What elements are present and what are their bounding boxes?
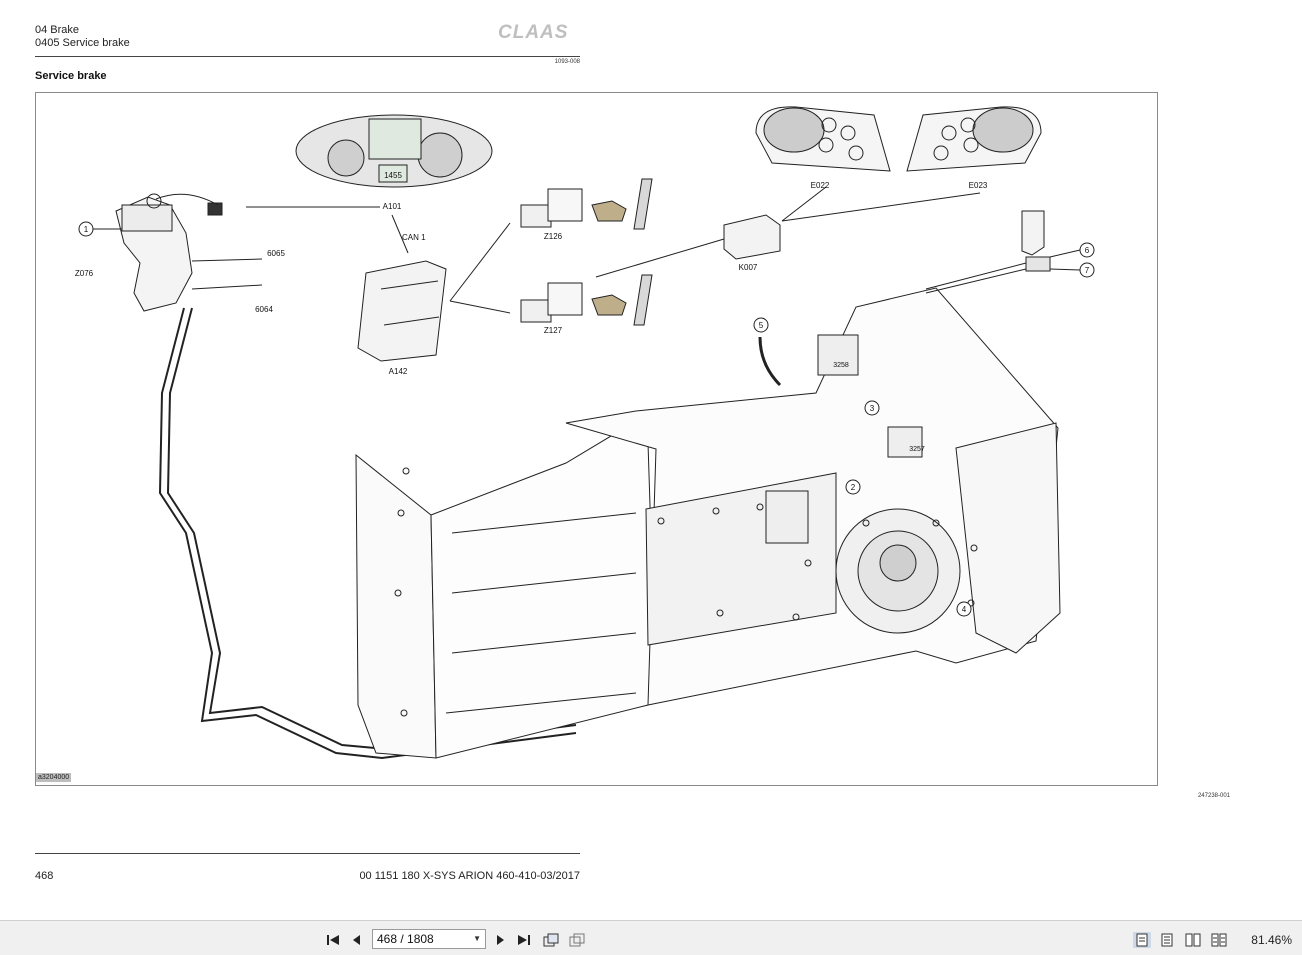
callout-6: 6: [1085, 246, 1090, 255]
last-page-icon: [518, 935, 530, 945]
label-z127: Z127: [544, 326, 563, 335]
callout-5: 5: [759, 321, 764, 330]
label-a142: A142: [389, 367, 408, 376]
chapter-heading: 04 Brake: [35, 24, 80, 36]
label-e023: E023: [969, 181, 988, 190]
label-3258: 3258: [833, 362, 849, 369]
label-e022: E022: [811, 181, 830, 190]
brake-switch-z127: [520, 274, 653, 326]
brake-light-e022: [755, 106, 891, 172]
brake-switch-z126: [520, 178, 653, 230]
page-number-input[interactable]: 468 / 1808 ▼: [372, 929, 486, 949]
callouts: 1 2 3 4 5 6 7: [78, 221, 1095, 617]
continuous-view-button[interactable]: [1158, 932, 1176, 948]
claas-logo: CLAAS: [498, 22, 569, 43]
footer-divider: [35, 853, 580, 854]
section-title: Service brake: [35, 70, 107, 82]
label-6065: 6065: [267, 249, 285, 258]
next-page-icon: [497, 935, 504, 945]
brake-diagram: 1455 A101 CAN 1 A142: [75, 106, 1095, 760]
previous-page-button[interactable]: [348, 932, 366, 948]
single-page-view-button[interactable]: [1133, 932, 1151, 948]
label-a101: A101: [383, 202, 402, 211]
relay-k007: [723, 214, 781, 260]
brake-diagram-figure: 1455 A101 CAN 1 A142: [35, 92, 1158, 786]
brake-valve-3258: [817, 334, 859, 376]
figure-ref-label: 247238-001: [1197, 793, 1230, 799]
header-divider: [35, 56, 580, 57]
next-page-button[interactable]: [491, 932, 509, 948]
fit-page-icon: [543, 933, 559, 947]
connector-bracket: [925, 210, 1051, 294]
control-unit-a142: [357, 260, 447, 362]
label-6064: 6064: [255, 305, 273, 314]
continuous-facing-view-button[interactable]: [1210, 932, 1228, 948]
transmission-housing: [355, 287, 1061, 759]
label-can1: CAN 1: [402, 233, 426, 242]
master-cylinder-z076: [115, 193, 263, 312]
callout-2: 2: [851, 483, 856, 492]
facing-pages-icon: [1185, 933, 1201, 947]
brake-valve-3257: [887, 426, 923, 458]
label-k007: K007: [739, 263, 758, 272]
viewer-toolbar: [0, 921, 1302, 955]
label-3257: 3257: [909, 446, 925, 453]
subchapter-heading: 0405 Service brake: [35, 37, 130, 49]
callout-4: 4: [962, 605, 967, 614]
page-number: 468: [35, 870, 54, 882]
zoom-level[interactable]: 81.46%: [1251, 933, 1292, 947]
callout-3: 3: [870, 404, 875, 413]
continuous-facing-icon: [1211, 933, 1227, 947]
figure-id-label: a3204000: [36, 773, 72, 782]
brake-lines: [158, 307, 577, 760]
footer-doc-id: 00 1151 180 X-SYS ARION 460-410-03/2017: [359, 870, 580, 882]
document-page: 04 Brake 0405 Service brake CLAAS 1093-0…: [0, 22, 1302, 921]
first-page-icon: [327, 935, 339, 945]
single-page-icon: [1136, 933, 1148, 947]
fit-width-icon: [569, 933, 585, 947]
facing-view-button[interactable]: [1184, 932, 1202, 948]
fit-page-button[interactable]: [542, 932, 560, 948]
callout-1: 1: [84, 225, 89, 234]
chevron-down-icon: ▼: [473, 934, 481, 943]
last-page-button[interactable]: [515, 932, 533, 948]
doc-reference: 1093-008: [554, 59, 580, 65]
page-indicator-text: 468 / 1808: [377, 932, 434, 946]
first-page-button[interactable]: [324, 932, 342, 948]
fit-width-button[interactable]: [568, 932, 586, 948]
callout-7: 7: [1085, 266, 1090, 275]
label-z126: Z126: [544, 232, 563, 241]
previous-page-icon: [353, 935, 360, 945]
continuous-page-icon: [1161, 933, 1173, 947]
brake-light-e023: [906, 106, 1042, 172]
instrument-cluster: 1455: [295, 114, 493, 188]
display-value: 1455: [384, 171, 402, 180]
label-z076: Z076: [75, 269, 94, 278]
